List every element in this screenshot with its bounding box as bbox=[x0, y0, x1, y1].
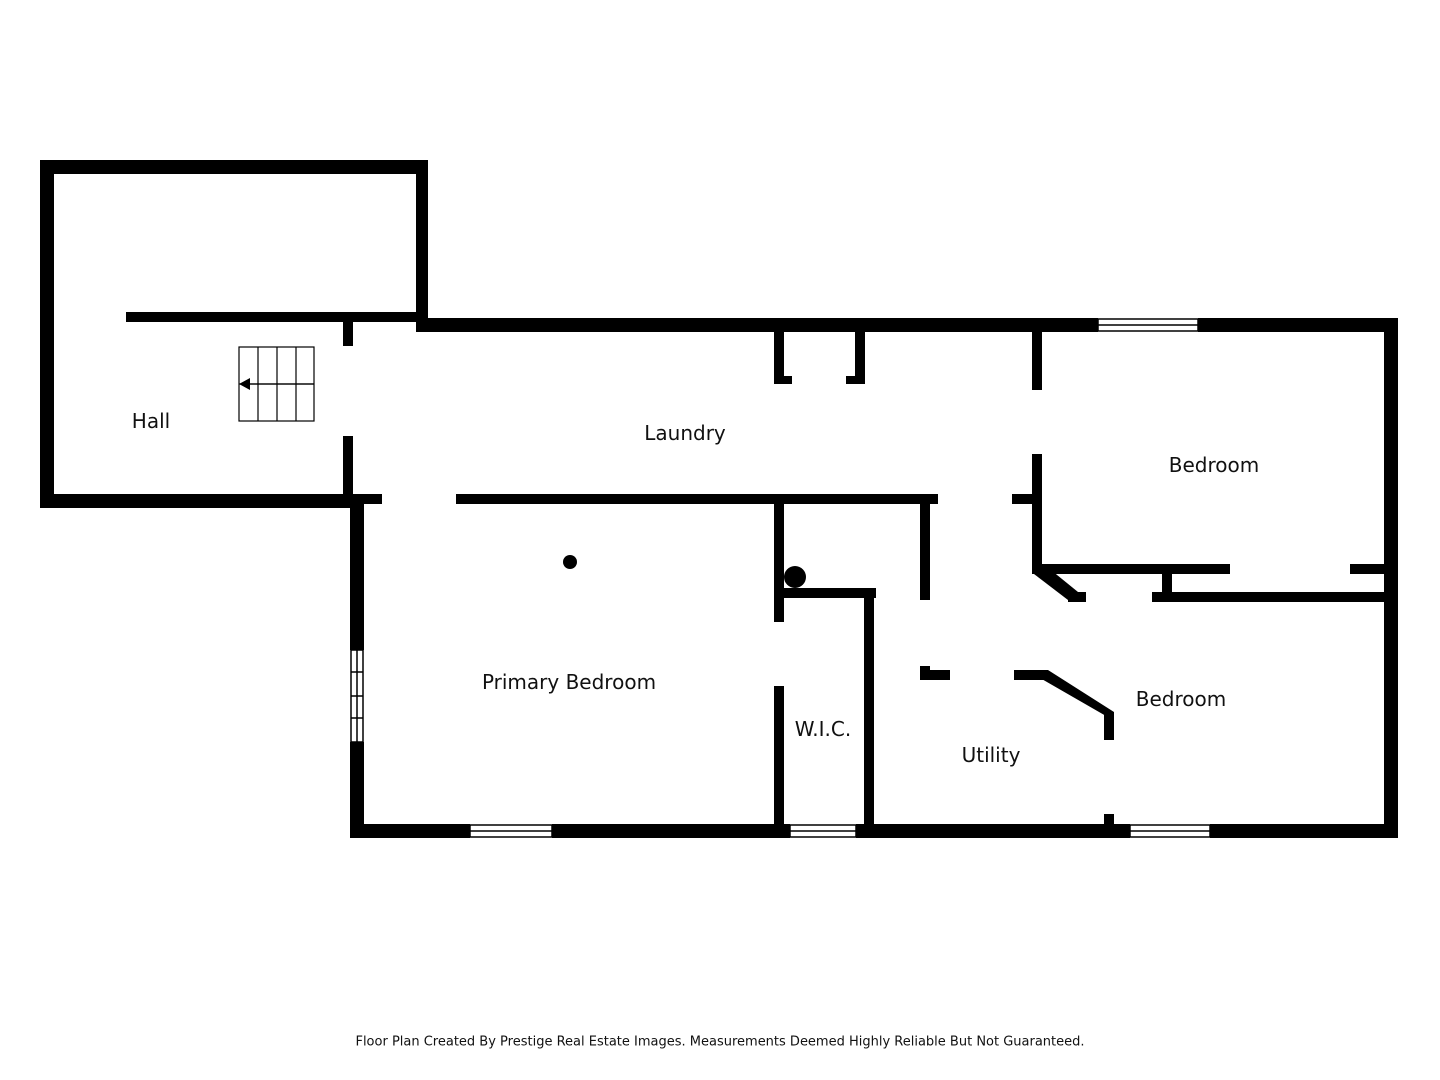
wall bbox=[343, 436, 353, 500]
wall bbox=[1104, 814, 1114, 834]
wall bbox=[1162, 572, 1172, 596]
wall bbox=[1384, 318, 1398, 838]
stairs-icon bbox=[238, 346, 315, 422]
pole-marker bbox=[563, 555, 577, 569]
wall bbox=[343, 322, 353, 346]
wall bbox=[855, 330, 865, 384]
room-label-primary-bedroom: Primary Bedroom bbox=[481, 670, 657, 694]
wall bbox=[552, 824, 790, 838]
room-label-bedroom-bottom: Bedroom bbox=[1135, 687, 1227, 711]
room-label-bedroom-top: Bedroom bbox=[1168, 453, 1260, 477]
wall bbox=[774, 686, 784, 832]
wall bbox=[40, 160, 428, 174]
wall bbox=[1104, 712, 1114, 740]
wall bbox=[920, 670, 950, 680]
wall bbox=[920, 500, 930, 600]
wall bbox=[774, 376, 792, 384]
wall bbox=[846, 376, 865, 384]
wall bbox=[416, 318, 1098, 332]
wall bbox=[40, 160, 54, 508]
footer-credit: Floor Plan Created By Prestige Real Esta… bbox=[355, 1034, 1085, 1050]
wall bbox=[856, 824, 1130, 838]
wall bbox=[350, 742, 364, 838]
wall bbox=[350, 500, 364, 650]
wall bbox=[774, 330, 784, 384]
wall bbox=[1040, 670, 1114, 720]
wall bbox=[126, 312, 428, 322]
wall bbox=[1068, 592, 1086, 602]
room-label-hall: Hall bbox=[131, 409, 171, 433]
wall bbox=[1032, 330, 1042, 390]
wall bbox=[1210, 824, 1398, 838]
column-marker bbox=[784, 566, 806, 588]
wall bbox=[774, 500, 784, 622]
wall bbox=[350, 824, 470, 838]
room-label-wic: W.I.C. bbox=[794, 717, 852, 741]
wall bbox=[1152, 592, 1398, 602]
wall bbox=[350, 494, 382, 504]
wall bbox=[1032, 454, 1042, 574]
room-label-laundry: Laundry bbox=[644, 421, 726, 445]
wall bbox=[456, 494, 938, 504]
wall bbox=[1350, 564, 1398, 574]
wall bbox=[1014, 670, 1046, 680]
wall bbox=[1042, 564, 1230, 574]
wall bbox=[1012, 494, 1042, 504]
wall bbox=[416, 160, 428, 332]
wall bbox=[1198, 318, 1398, 332]
wall bbox=[1034, 566, 1078, 600]
wall bbox=[40, 494, 354, 508]
wall bbox=[864, 588, 874, 832]
windows bbox=[350, 318, 1211, 838]
room-label-utility: Utility bbox=[961, 743, 1021, 767]
walls bbox=[40, 160, 1398, 838]
arrow-left-icon bbox=[239, 378, 250, 390]
wall bbox=[774, 588, 876, 598]
